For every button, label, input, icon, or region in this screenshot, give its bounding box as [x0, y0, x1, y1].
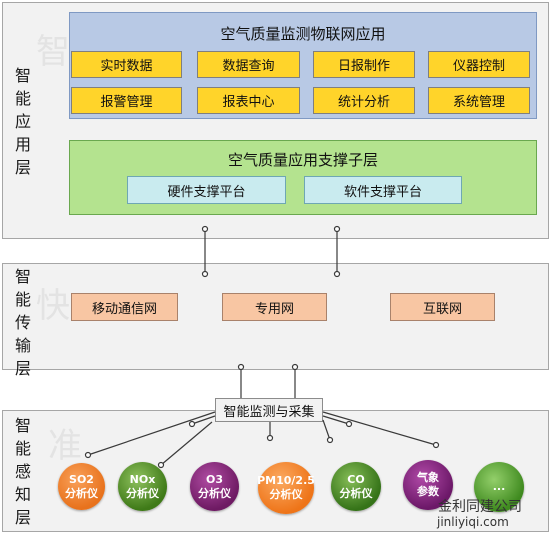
instrument-co[interactable]: CO 分析仪	[331, 462, 381, 511]
instrument-so2-line1: SO2	[69, 472, 94, 486]
application-layer-label: 智能应用层	[14, 66, 31, 177]
network-mobile[interactable]: 移动通信网	[71, 293, 178, 321]
instrument-weather-line2: 参数	[417, 485, 439, 498]
instrument-o3[interactable]: O3 分析仪	[190, 462, 239, 511]
transport-layer-watermark: 快	[36, 286, 70, 326]
network-private[interactable]: 专用网	[222, 293, 327, 321]
instrument-co-line2: 分析仪	[339, 486, 373, 500]
module-realtime-data[interactable]: 实时数据	[71, 51, 182, 78]
transport-layer-label: 智能传输层	[14, 267, 31, 378]
instrument-co-line1: CO	[347, 472, 365, 486]
module-data-query[interactable]: 数据查询	[197, 51, 300, 78]
instrument-pm-line2: 分析仪	[269, 488, 303, 501]
application-layer-watermark: 智	[36, 32, 70, 72]
module-daily-report[interactable]: 日报制作	[313, 51, 415, 78]
sensing-layer-watermark: 准	[48, 426, 82, 466]
module-system-management[interactable]: 系统管理	[428, 87, 530, 114]
support-sublayer-title: 空气质量应用支撑子层	[227, 151, 378, 169]
connector-node	[201, 270, 209, 278]
instrument-pm[interactable]: PM10/2.5 分析仪	[257, 462, 315, 514]
instrument-more-line1: ...	[492, 480, 506, 493]
instrument-so2[interactable]: SO2 分析仪	[58, 463, 105, 510]
connector-node	[266, 434, 274, 442]
connector-node	[237, 363, 245, 371]
instrument-nox-line2: 分析仪	[126, 486, 159, 500]
connector-node	[157, 461, 165, 469]
connector-node	[432, 441, 440, 449]
instrument-weather-line1: 气象	[417, 471, 439, 484]
instrument-nox-line1: NOx	[129, 472, 156, 486]
connector-node	[326, 436, 334, 444]
instrument-nox[interactable]: NOx 分析仪	[118, 462, 167, 511]
connector-node	[291, 363, 299, 371]
connector-node	[333, 225, 341, 233]
connector-node	[345, 420, 353, 428]
monitoring-collector[interactable]: 智能监测与采集	[215, 398, 323, 422]
brand-url: jinliyiqi.com	[437, 515, 509, 529]
sensing-layer-label: 智能感知层	[14, 416, 31, 527]
iot-application-title: 空气质量监测物联网应用	[220, 25, 386, 43]
hardware-platform[interactable]: 硬件支撑平台	[127, 176, 286, 204]
connector-node	[201, 225, 209, 233]
module-report-center[interactable]: 报表中心	[197, 87, 300, 114]
connector-node	[188, 420, 196, 428]
module-alarm-management[interactable]: 报警管理	[71, 87, 182, 114]
instrument-o3-line1: O3	[205, 472, 223, 486]
instrument-more[interactable]: ...	[474, 462, 524, 512]
instrument-pm-line1: PM10/2.5	[257, 474, 315, 487]
module-instrument-control[interactable]: 仪器控制	[428, 51, 530, 78]
connector-node	[84, 451, 92, 459]
instrument-o3-line2: 分析仪	[198, 486, 231, 500]
instrument-weather[interactable]: 气象 参数	[403, 460, 453, 510]
network-internet[interactable]: 互联网	[390, 293, 495, 321]
module-statistical-analysis[interactable]: 统计分析	[313, 87, 415, 114]
connector-node	[333, 270, 341, 278]
brand-name: 金利同建公司	[438, 499, 522, 515]
software-platform[interactable]: 软件支撑平台	[304, 176, 462, 204]
instrument-so2-line2: 分析仪	[65, 486, 98, 500]
